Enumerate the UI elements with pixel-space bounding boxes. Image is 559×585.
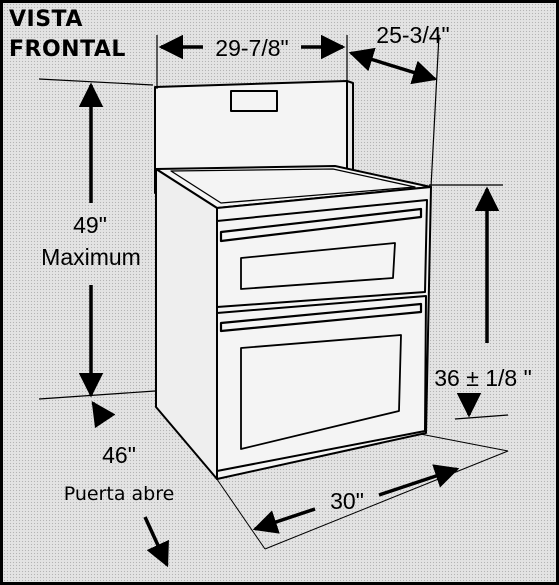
upper-oven-window (240, 242, 396, 290)
door-open-arrow (91, 400, 169, 568)
range-illustration (154, 80, 509, 550)
control-display (230, 90, 278, 112)
title-line-1: VISTA (9, 7, 83, 32)
diagram-title: VISTA FRONTAL (9, 5, 126, 65)
counter-height-label: 36 ± 1/8 " (434, 365, 532, 391)
lower-oven-window (240, 334, 402, 450)
counter-height-arrow (456, 186, 500, 418)
max-height-value: 49" (73, 212, 107, 238)
side-panel (155, 168, 218, 480)
range-diagram: 29-7/8" 25-3/4" 49" Maximum 36 ± 1/8 " 4… (38, 22, 532, 568)
door-open-label: Puerta abre (64, 483, 175, 505)
bottom-width-arrow (252, 464, 460, 534)
title-line-2: FRONTAL (9, 37, 126, 62)
top-width-label: 29-7/8" (215, 35, 288, 61)
depth-label: 25-3/4" (376, 22, 449, 48)
lower-oven-handle (219, 302, 423, 333)
door-open-value: 46" (102, 442, 136, 468)
lower-oven-door (216, 295, 427, 472)
upper-oven-handle (219, 207, 423, 243)
cooktop-glass (170, 168, 416, 204)
max-height-label: Maximum (41, 244, 141, 270)
bottom-width-label: 30" (330, 488, 364, 514)
depth-arrow (348, 47, 438, 85)
dimension-lines (38, 34, 509, 568)
